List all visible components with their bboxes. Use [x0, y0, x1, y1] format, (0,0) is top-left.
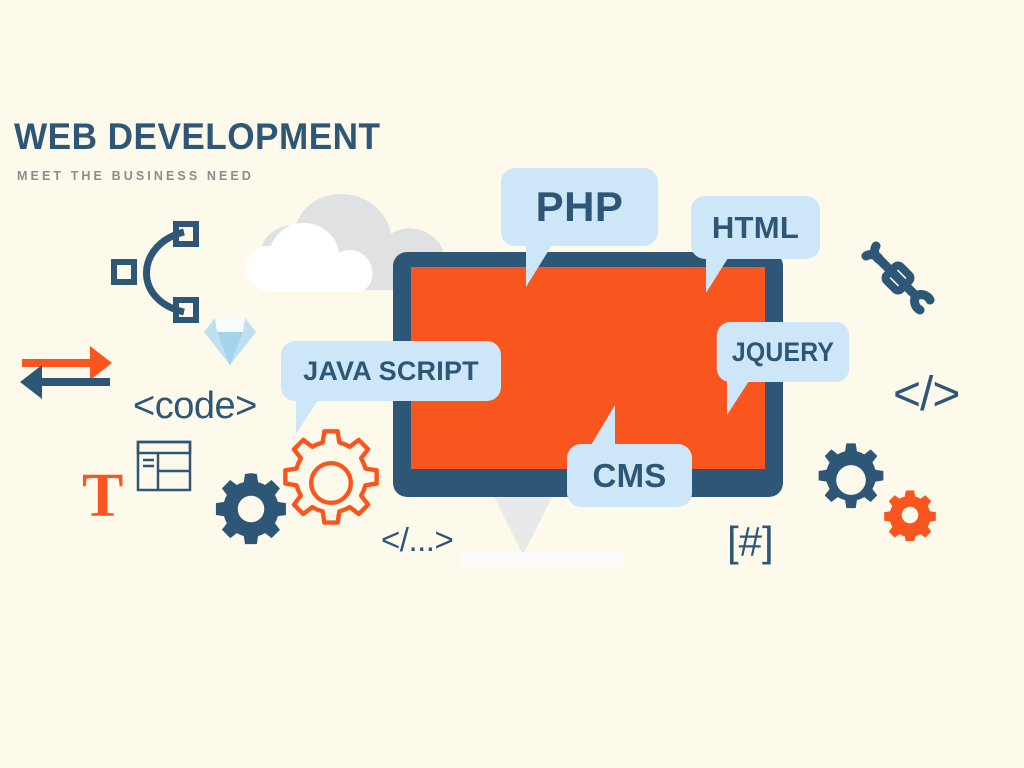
bubble-html[interactable]: HTML [691, 196, 820, 259]
bubble-tail-cms [591, 405, 615, 445]
bubble-tail-jquery [727, 381, 749, 415]
text-tool-icon: T [82, 462, 124, 530]
bubble-php[interactable]: PHP [501, 168, 658, 246]
gear-navy-large-icon [818, 443, 884, 509]
bubble-tail-javascript [296, 400, 318, 434]
exchange-arrows-icon [20, 346, 112, 399]
bubble-javascript[interactable]: JAVA SCRIPT [281, 341, 501, 401]
gear-orange-outline-icon [283, 429, 379, 525]
ellipsis-tag-icon: </...> [381, 521, 454, 558]
bezier-curve-icon [111, 221, 199, 323]
wireframe-layout-icon [136, 440, 192, 492]
monitor-stand [493, 495, 553, 555]
page-title: WEB DEVELOPMENT [14, 116, 381, 157]
heading-block: WEB DEVELOPMENT MEET THE BUSINESS NEED [14, 118, 434, 183]
page-subtitle: MEET THE BUSINESS NEED [17, 169, 254, 183]
bubble-tail-php [526, 245, 552, 287]
angle-slash-icon: </> [893, 368, 960, 421]
chain-link-icon [861, 241, 935, 315]
cloud-white-icon [246, 223, 373, 292]
bubble-cms[interactable]: CMS [567, 444, 692, 507]
diamond-gem-icon [204, 318, 256, 365]
bubble-jquery[interactable]: JQUERY [716, 322, 850, 382]
gear-navy-small-icon [215, 473, 286, 545]
hash-brackets-icon: [#] [727, 518, 774, 565]
bubble-tail-html [706, 258, 728, 293]
monitor-base [460, 552, 623, 566]
code-text-icon: <code> [133, 385, 257, 427]
gear-orange-solid-icon [884, 490, 936, 541]
